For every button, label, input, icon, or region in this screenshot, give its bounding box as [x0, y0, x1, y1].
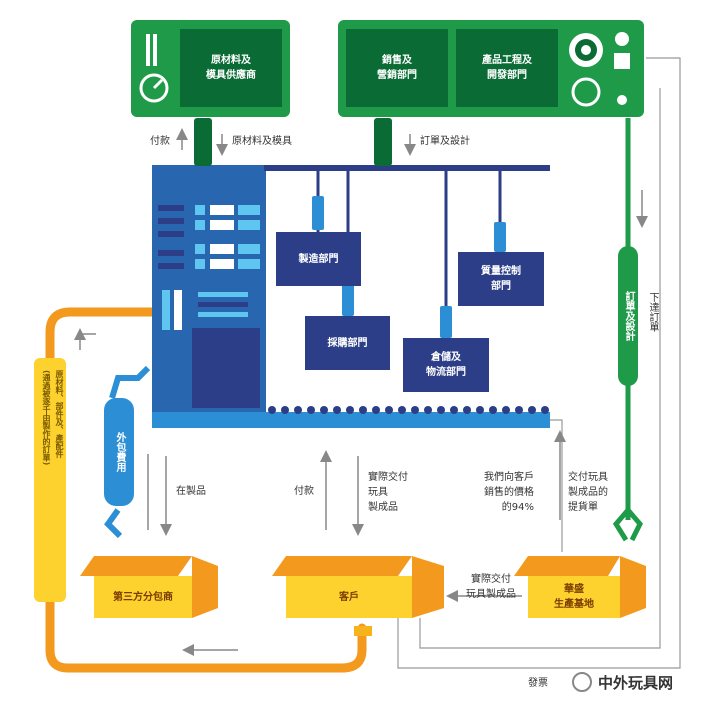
- customer-box-shape: [272, 556, 444, 618]
- payment-bottom-label: 付款: [294, 486, 314, 497]
- factory-beam: [264, 165, 550, 171]
- flow-arrows: [74, 128, 648, 656]
- wechat-icon: [572, 672, 592, 692]
- dept-procurement-box: [305, 316, 390, 370]
- dept-procurement-label: 採購部門: [327, 337, 368, 349]
- sales-inner: [346, 29, 448, 107]
- supplier-label: 原材料及 模具供應商: [206, 55, 256, 81]
- supplier-inner: [180, 29, 282, 107]
- dept-quality-label: 質量控制 部門: [481, 266, 521, 292]
- invoice-label: 發票: [528, 678, 548, 689]
- third-party-box-shape: [80, 556, 218, 618]
- dept-springs: [312, 196, 506, 338]
- dept-quality-box: [458, 252, 544, 306]
- factory-conveyor: [152, 412, 550, 428]
- producer-box-shape: [514, 556, 646, 618]
- pipe-connector: [354, 626, 372, 636]
- gauge-icon: [139, 73, 169, 103]
- return-lines: [397, 57, 681, 669]
- watermark-text: 中外玩具网: [598, 674, 674, 692]
- dept-warehouse-box: [403, 338, 489, 392]
- green-pipe-capsule: [618, 246, 638, 386]
- barcode-icon: [146, 34, 157, 66]
- dept-manufacturing-box: [276, 232, 361, 286]
- wip-label: 在製品: [176, 486, 206, 497]
- blue-arms: [104, 365, 151, 539]
- dept-warehouse-label: 倉儲及 物流部門: [426, 352, 466, 378]
- materials-wip-vertical-label: 原材料、部件及、產配件 (通過被逐千由製作的訂單): [42, 370, 64, 466]
- dept-manufacturing-label: 製造部門: [298, 253, 339, 265]
- orders-design-label: 訂單及設計: [420, 136, 470, 147]
- outsourcing-capsule: [104, 398, 134, 506]
- sales-label: 銷售及 營銷部門: [377, 55, 417, 81]
- materials-molds-label: 原材料及模具: [232, 136, 292, 147]
- panel-springs: [194, 118, 392, 166]
- orange-pipe: [45, 307, 367, 673]
- green-claw: [612, 508, 643, 542]
- order-design-vertical-label: 訂單及設計: [623, 291, 634, 341]
- materials-capsule: [34, 358, 66, 602]
- toy-producer-label: 華盛 生產基地: [554, 584, 594, 610]
- factory-windows: [158, 205, 260, 408]
- customer-pricing-label: 我們向客戶 銷售的價格 的94%: [484, 472, 534, 513]
- engineering-inner: [456, 29, 558, 107]
- place-order-label: 下達訂單: [647, 292, 658, 332]
- third-party-label: 第三方分包商: [113, 591, 173, 603]
- dial-icon: [569, 32, 630, 107]
- conveyor-rollers: [268, 406, 549, 414]
- outsourcing-fee-label: 外包費用: [114, 432, 125, 472]
- payment-top-label: 付款: [150, 136, 170, 147]
- actual-delivery-label: 實際交付 玩具 製成品: [368, 472, 408, 513]
- actual-delivery-2-label: 實際交付 玩具製成品: [466, 574, 516, 600]
- engineering-label: 產品工程及 開發部門: [482, 55, 532, 81]
- delivery-bill-label: 交付玩具 製成品的 提貨單: [568, 472, 608, 513]
- customer-label: 客戶: [339, 591, 359, 603]
